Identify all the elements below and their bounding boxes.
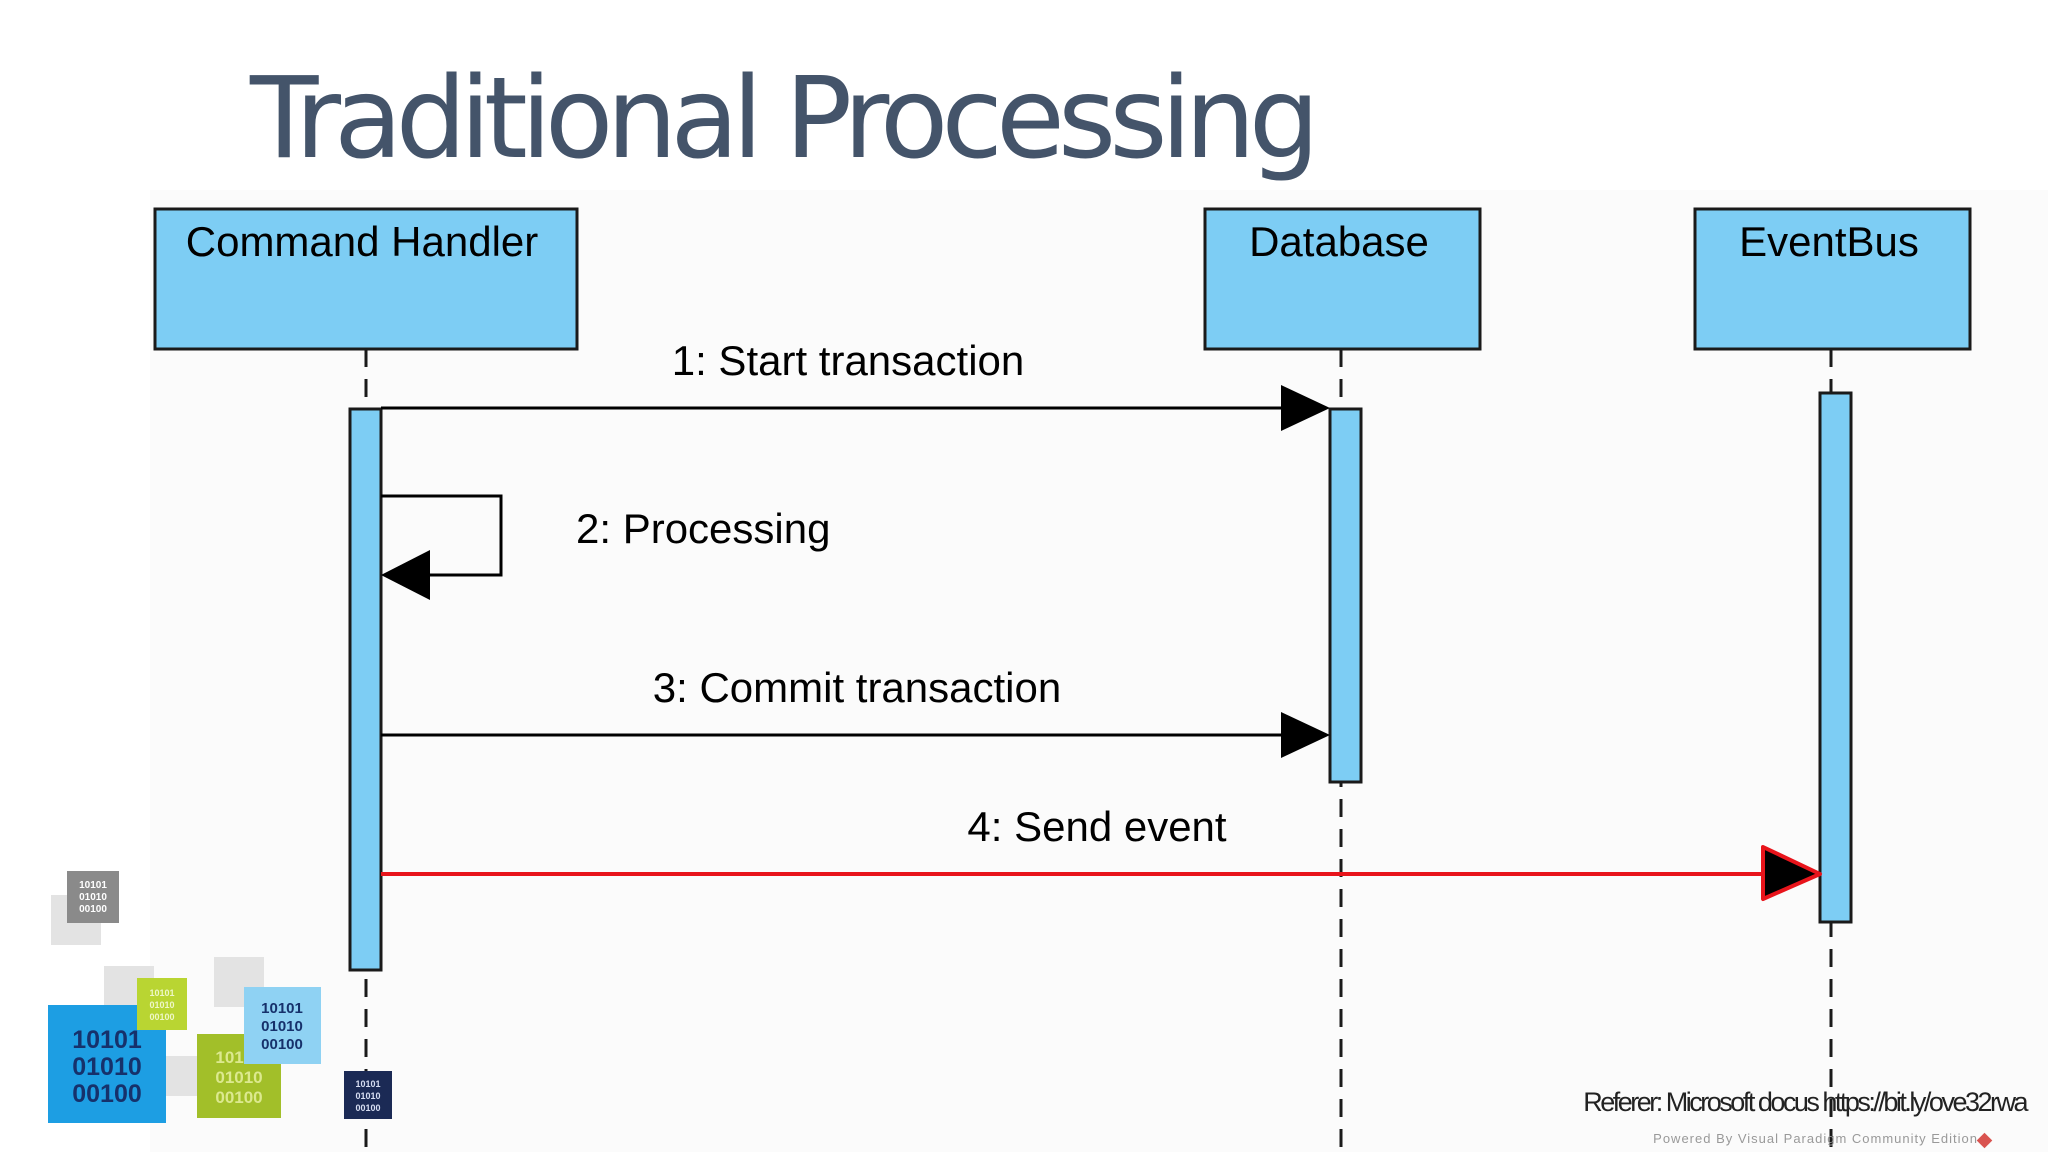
arrowhead-icon (381, 550, 430, 600)
activation-bar (348, 407, 383, 972)
svg-text:01010: 01010 (215, 1068, 262, 1087)
message-label: 2: Processing (576, 505, 830, 552)
svg-text:10101: 10101 (261, 1000, 303, 1017)
binary-tile-gray: 10101 01010 00100 (67, 871, 119, 923)
lifeline-header-box[interactable] (1693, 207, 1972, 351)
svg-text:10101: 10101 (355, 1079, 380, 1089)
lifeline-label: Database (1249, 218, 1429, 265)
lifeline-command-handler[interactable]: Command Handler (153, 207, 579, 1152)
svg-text:10101: 10101 (149, 988, 174, 998)
svg-text:10101: 10101 (79, 880, 107, 891)
message-send-event[interactable]: 4: Send event (381, 803, 1822, 901)
lifeline-eventbus[interactable]: EventBus (1693, 207, 1972, 1152)
binary-data-decoration: 10101 01010 00100 10101 01010 00100 1010… (48, 871, 392, 1123)
svg-text:00100: 00100 (261, 1036, 303, 1053)
message-label: 4: Send event (967, 803, 1227, 850)
powered-by-watermark: Powered By Visual Paradigm Community Edi… (1653, 1131, 1978, 1146)
svg-text:01010: 01010 (79, 892, 107, 903)
binary-tile-small-green: 10101 01010 00100 (137, 978, 187, 1030)
lifeline-label: EventBus (1739, 218, 1919, 265)
message-label: 3: Commit transaction (653, 664, 1061, 711)
binary-tile-light-blue: 10101 01010 00100 (244, 987, 321, 1064)
arrowhead-icon (1281, 712, 1330, 758)
svg-text:00100: 00100 (355, 1103, 380, 1113)
svg-text:01010: 01010 (355, 1091, 380, 1101)
svg-text:01010: 01010 (149, 1000, 174, 1010)
svg-text:00100: 00100 (79, 904, 107, 915)
message-start-transaction[interactable]: 1: Start transaction (381, 337, 1330, 431)
self-call-loop (381, 494, 503, 577)
slide-title: Traditional Processing (250, 54, 1320, 184)
reference-credit: Referer: Microsoft docus https://bit.ly/… (1583, 1087, 2028, 1117)
svg-text:00100: 00100 (72, 1080, 142, 1108)
message-commit-transaction[interactable]: 3: Commit transaction (381, 664, 1330, 758)
activation-bar (1328, 407, 1363, 784)
arrowhead-icon (1281, 385, 1330, 431)
svg-text:01010: 01010 (72, 1053, 142, 1081)
binary-tile-navy: 10101 01010 00100 (344, 1071, 392, 1119)
lifeline-label: Command Handler (186, 218, 539, 265)
svg-text:00100: 00100 (149, 1012, 174, 1022)
svg-text:10101: 10101 (72, 1026, 142, 1054)
arrowhead-icon (1761, 845, 1822, 901)
message-label: 1: Start transaction (672, 337, 1025, 384)
svg-text:01010: 01010 (261, 1018, 303, 1035)
lifeline-database[interactable]: Database (1203, 207, 1482, 1152)
message-processing[interactable]: 2: Processing (381, 494, 830, 600)
svg-text:00100: 00100 (215, 1088, 262, 1107)
activation-bar (1818, 391, 1853, 924)
